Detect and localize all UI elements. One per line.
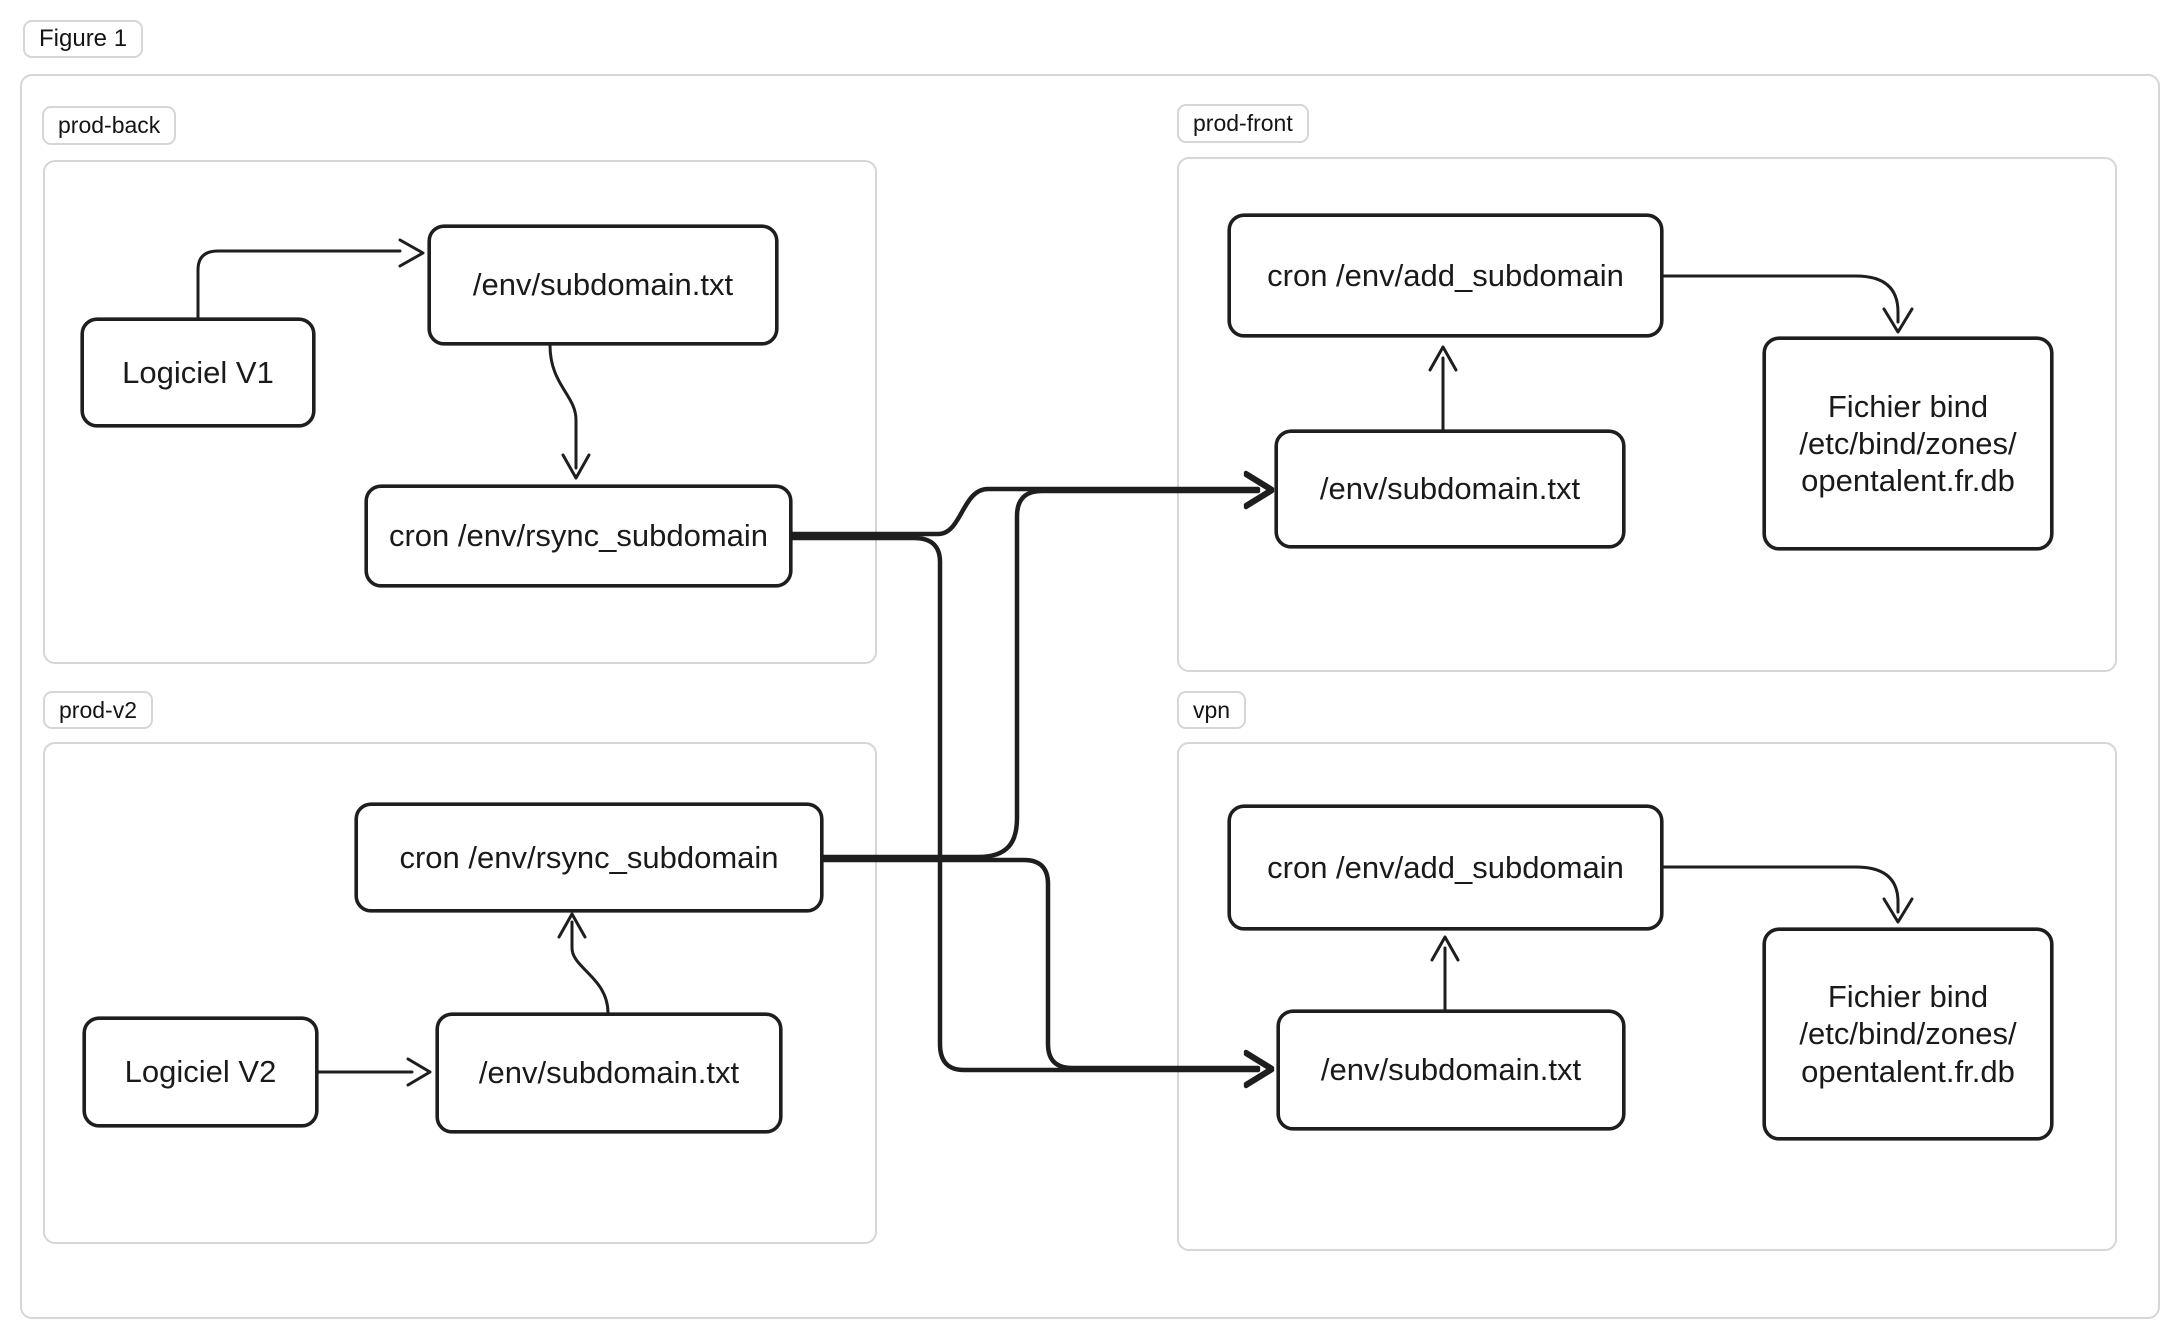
node-subdomain-prod-front: /env/subdomain.txt (1275, 430, 1625, 548)
node-bind-file-prod-front: Fichier bind /etc/bind/zones/ opentalent… (1763, 337, 2053, 550)
group-badge-prod-back: prod-back (42, 106, 177, 145)
node-rsync-prod-back-label: cron /env/rsync_subdomain (388, 518, 769, 554)
edge-logicielV1-subdomainV1 (196, 249, 402, 320)
node-subdomain-prod-back-label: /env/subdomain.txt (472, 267, 734, 303)
figure-badge: Figure 1 (23, 20, 144, 58)
node-subdomain-prod-back: /env/subdomain.txt (428, 225, 778, 345)
node-rsync-prod-v2: cron /env/rsync_subdomain (355, 803, 823, 912)
edge-rsyncV2-subdomainFront-arrowhead (1243, 472, 1275, 510)
edge-rsyncV1-subdomainVpn (789, 535, 1261, 1073)
group-badge-prod-back-label: prod-back (58, 112, 161, 138)
node-cron-add-vpn-label: cron /env/add_subdomain (1267, 849, 1624, 885)
edge-subdomainV2-rsyncV2-arrowhead (557, 912, 587, 939)
node-logiciel-v1-label: Logiciel V1 (122, 354, 274, 390)
group-badge-vpn-label: vpn (1193, 696, 1231, 723)
edge-subdomainV2-rsyncV2 (570, 920, 610, 1015)
node-bind-file-vpn-line1: Fichier bind (1827, 979, 1989, 1015)
node-subdomain-prod-v2-label: /env/subdomain.txt (478, 1055, 740, 1091)
edge-subdomainFront-cronFront-arrowhead (1428, 345, 1458, 372)
edge-cronVpn-bindVpn (1661, 865, 1900, 914)
edge-cronVpn-bindVpn-arrowhead (1882, 897, 1914, 924)
node-rsync-prod-back: cron /env/rsync_subdomain (365, 485, 792, 587)
edge-rsyncV2-subdomainFront (820, 488, 1261, 860)
group-badge-prod-front-label: prod-front (1193, 110, 1293, 136)
node-bind-file-prod-front-line2: /etc/bind/zones/ (1799, 425, 2017, 461)
group-badge-prod-front: prod-front (1177, 104, 1309, 143)
node-subdomain-prod-v2: /env/subdomain.txt (436, 1013, 782, 1133)
node-logiciel-v1: Logiciel V1 (81, 318, 315, 427)
edge-cronFront-bindFront (1661, 274, 1900, 324)
node-bind-file-prod-front-line3: opentalent.fr.db (1801, 463, 2015, 499)
node-bind-file-prod-front-line1: Fichier bind (1827, 388, 1989, 424)
node-cron-add-prod-front: cron /env/add_subdomain (1228, 214, 1663, 337)
node-cron-add-prod-front-label: cron /env/add_subdomain (1267, 257, 1624, 293)
edge-rsyncV2-subdomainVpn (820, 857, 1261, 1071)
edge-logicielV2-subdomainV2-arrowhead (406, 1057, 432, 1087)
node-cron-add-vpn: cron /env/add_subdomain (1228, 805, 1663, 930)
node-bind-file-vpn-line3: opentalent.fr.db (1801, 1053, 2015, 1089)
figure-badge-label: Figure 1 (39, 25, 128, 52)
edge-subdomainVpn-cronVpn-arrowhead (1430, 935, 1460, 962)
node-subdomain-prod-front-label: /env/subdomain.txt (1319, 471, 1581, 507)
node-bind-file-vpn-line2: /etc/bind/zones/ (1799, 1016, 2017, 1052)
edge-subdomainV1-rsyncV1-arrowhead (561, 453, 591, 480)
node-subdomain-vpn: /env/subdomain.txt (1277, 1010, 1625, 1130)
edge-rsyncV1-subdomainFront (789, 486, 1261, 537)
node-logiciel-v2-label: Logiciel V2 (124, 1054, 277, 1090)
node-subdomain-vpn-label: /env/subdomain.txt (1320, 1052, 1582, 1088)
edge-cronFront-bindFront-arrowhead (1882, 307, 1914, 334)
edge-rsyncV2-subdomainVpn-arrowhead (1243, 1049, 1275, 1087)
node-bind-file-vpn: Fichier bind /etc/bind/zones/ opentalent… (1763, 928, 2053, 1140)
group-badge-prod-v2-label: prod-v2 (59, 696, 137, 723)
edge-logicielV1-subdomainV1-arrowhead (398, 238, 425, 268)
node-rsync-prod-v2-label: cron /env/rsync_subdomain (399, 839, 779, 875)
group-badge-vpn: vpn (1177, 691, 1247, 729)
node-logiciel-v2: Logiciel V2 (83, 1017, 318, 1127)
edge-subdomainV1-rsyncV1 (548, 343, 578, 470)
group-badge-prod-v2: prod-v2 (43, 691, 153, 729)
